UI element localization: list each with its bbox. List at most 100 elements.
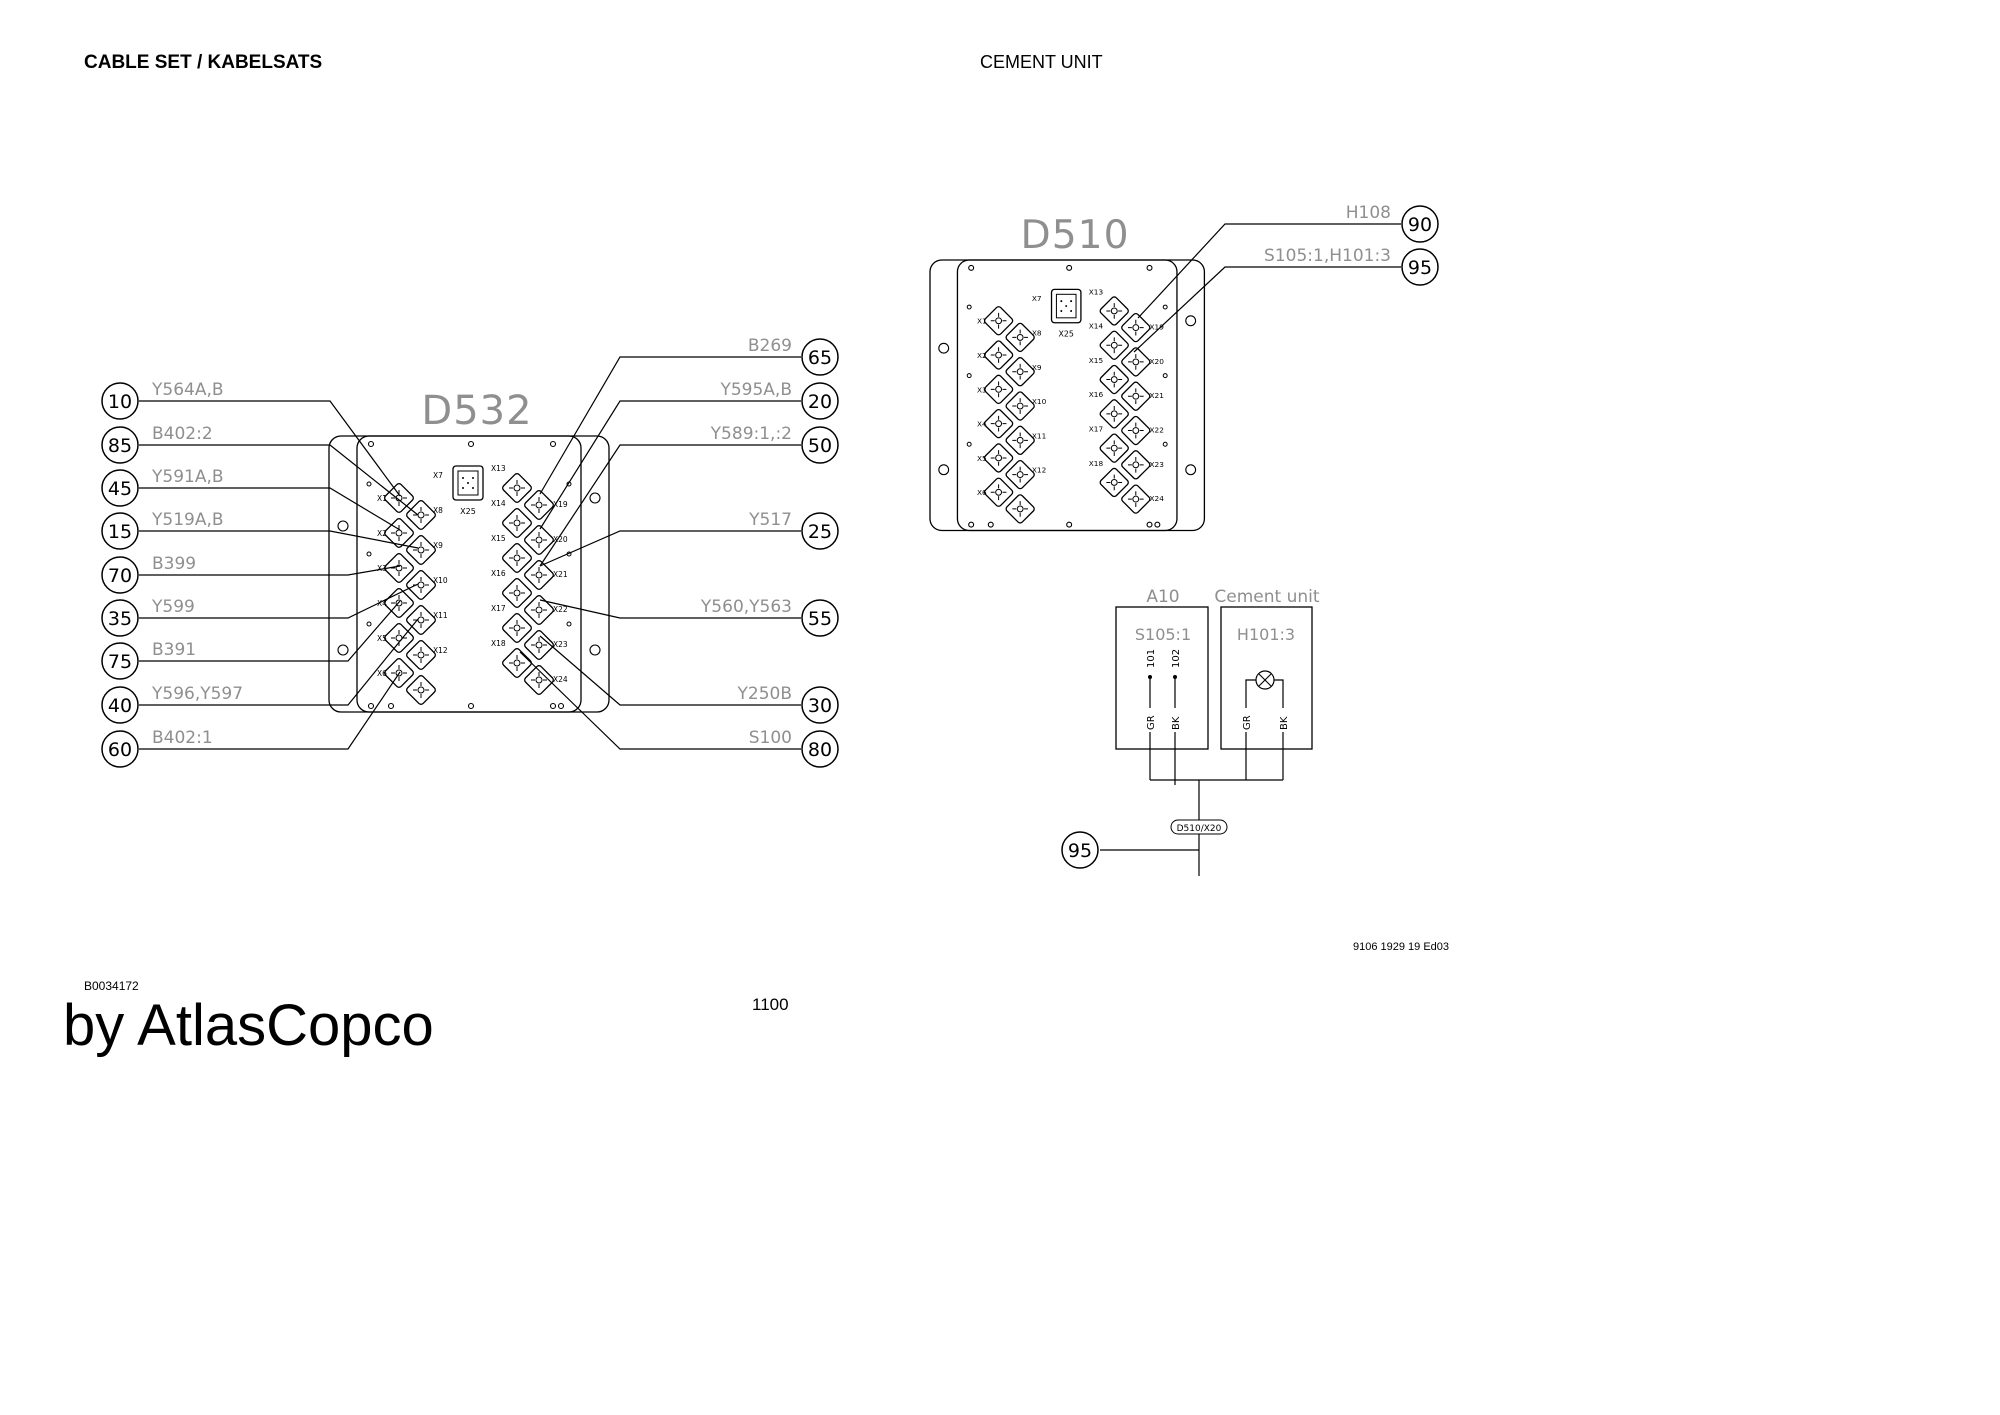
callout-label: Y595A,B	[719, 380, 792, 400]
d510-unit: X25X1X7X13X19X2X8X14X20X3X9X15X21X4X10X1…	[929, 203, 1439, 532]
connector-label-x24: X24	[553, 675, 568, 684]
callout-label: B399	[152, 554, 196, 574]
leader-line	[1137, 223, 1401, 319]
mounting-hole	[966, 373, 972, 379]
leader-line	[139, 487, 401, 531]
connector-x10	[406, 605, 436, 635]
connector-x12	[406, 675, 436, 705]
x25-pin	[472, 487, 474, 489]
connector-label-x19: X19	[1150, 323, 1165, 332]
connector-label-x15: X15	[491, 534, 506, 543]
connector-x7	[1005, 322, 1035, 353]
cable-tag-box	[1170, 819, 1228, 835]
connector-label-x13: X13	[491, 464, 506, 473]
callout-label: Y596,Y597	[151, 684, 243, 704]
callout-label: B269	[748, 336, 792, 356]
leader-line	[139, 618, 419, 706]
connector-label-x1: X1	[977, 317, 987, 326]
mounting-hole	[366, 551, 372, 557]
mounting-hole	[367, 702, 375, 710]
connector-x22	[1121, 415, 1151, 446]
connector-label-x23: X23	[1150, 460, 1165, 469]
connector-label-x21: X21	[1150, 391, 1164, 400]
callout-50-circle	[801, 426, 839, 464]
callout-70-circle	[101, 556, 139, 594]
mounting-hole	[589, 644, 601, 656]
connector-label-x23: X23	[553, 640, 568, 649]
x25-connector	[452, 465, 484, 501]
connector-x2	[983, 340, 1014, 370]
callout-55-number: 55	[808, 608, 832, 630]
connector-label-x15: X15	[1089, 356, 1104, 365]
x25-pin	[472, 477, 474, 479]
connector-label-x20: X20	[553, 535, 568, 544]
connector-label-x12: X12	[1032, 466, 1046, 475]
connector-label-x18: X18	[491, 639, 506, 648]
mounting-hole	[467, 440, 475, 448]
connector-label-x16: X16	[1089, 390, 1104, 399]
callout-65-number: 65	[808, 347, 832, 369]
x25-pin	[462, 487, 464, 489]
leader-line	[539, 599, 801, 619]
connector-x11	[1005, 459, 1035, 490]
mounting-hole	[968, 264, 975, 271]
mounting-hole	[566, 621, 572, 627]
callout-75-number: 75	[108, 651, 132, 673]
connector-x3	[983, 374, 1014, 405]
connector-x15	[502, 543, 532, 573]
mounting-hole	[1146, 264, 1153, 271]
callout-45-circle	[101, 469, 139, 507]
connector-label-x11: X11	[433, 611, 448, 620]
mounting-hole	[938, 464, 950, 476]
connector-label-x18: X18	[1089, 459, 1104, 468]
connector-x13	[1099, 296, 1129, 326]
watermark: by AtlasCopco	[63, 993, 434, 1058]
mounting-hole	[1162, 373, 1168, 379]
connector-x17	[1099, 433, 1129, 463]
connector-x9	[406, 570, 436, 600]
connector-label-x2: X2	[977, 351, 987, 360]
mounting-hole	[366, 621, 372, 627]
callout-95-number: 95	[1408, 257, 1432, 279]
connector-label-x11: X11	[1032, 431, 1046, 440]
connector-x19	[524, 490, 554, 520]
callout-85-number: 85	[108, 435, 132, 457]
cement-unit-box	[1220, 606, 1313, 750]
unit-inner-plate	[956, 259, 1178, 532]
callout-35-circle	[101, 599, 139, 637]
connector-label-x4: X4	[977, 420, 987, 429]
x25-pin	[1060, 300, 1063, 303]
mounting-hole	[1066, 521, 1073, 528]
mounting-hole	[1146, 521, 1153, 528]
leader-line	[139, 671, 401, 750]
connector-x9	[1005, 391, 1035, 421]
switch-label: S105:1	[1135, 625, 1191, 644]
connector-x22	[524, 595, 554, 625]
wire	[1245, 679, 1284, 780]
mounting-hole	[1162, 304, 1168, 310]
wire-bus	[1100, 779, 1283, 876]
connector-label-x5: X5	[977, 454, 987, 463]
mounting-hole	[987, 521, 994, 528]
unit-label: D532	[421, 388, 532, 434]
callout-80-number: 80	[808, 739, 832, 761]
connector-label-x25: X25	[1059, 329, 1074, 338]
callout-label: Y519A,B	[151, 510, 224, 530]
connector-label-x22: X22	[553, 605, 568, 614]
mounting-hole	[367, 440, 375, 448]
callout-90-circle	[1401, 205, 1439, 243]
callout-label: Y560,Y563	[700, 597, 792, 617]
doc-reference: 9106 1929 19 Ed03	[1353, 941, 1450, 953]
connector-label-x5: X5	[377, 634, 387, 643]
mounting-hole	[966, 304, 972, 310]
connector-label-x4: X4	[377, 599, 387, 608]
mounting-hole	[467, 702, 475, 710]
connector-label-x17: X17	[491, 604, 506, 613]
connector-x21	[1121, 381, 1151, 411]
lamp-icon-cross	[1258, 673, 1272, 687]
connector-label-x7: X7	[433, 471, 443, 480]
connector-label-x3: X3	[977, 385, 987, 394]
callout-30-circle	[801, 686, 839, 724]
leader-line	[539, 530, 801, 567]
